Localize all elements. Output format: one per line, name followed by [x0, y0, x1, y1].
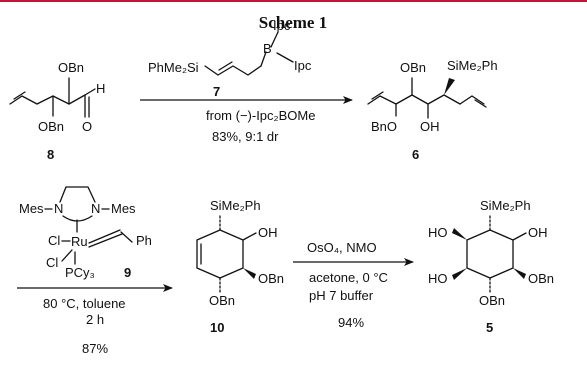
c10-number: 10 [210, 320, 224, 335]
c9-cl-2: Cl [46, 255, 58, 270]
c8-obn-bottom: OBn [38, 119, 64, 134]
c8-h-label: H [96, 81, 105, 96]
c10-obn-bottom: OBn [209, 293, 235, 308]
c7-ipc-right: Ipc [294, 58, 312, 73]
compound-5: SiMe₂Ph HO OH HO OBn OBn 5 [428, 198, 554, 335]
c5-ho-top: HO [428, 225, 448, 240]
c6-obn-top: OBn [400, 60, 426, 75]
c5-obn-bottom: OBn [479, 293, 505, 308]
c10-oh: OH [258, 225, 278, 240]
reagent-7: PhMe₂Si B Ipc Ipc 7 [148, 18, 312, 99]
c9-n-right: N [91, 201, 100, 216]
c5-number: 5 [486, 320, 493, 335]
c7-silyl: PhMe₂Si [148, 60, 199, 75]
step2-cond-2: 2 h [86, 312, 104, 327]
c10-obn-right: OBn [258, 271, 284, 286]
compound-10: SiMe₂Ph OH OBn OBn 10 [196, 198, 284, 335]
c9-number: 9 [124, 265, 131, 280]
step3-cond-2: pH 7 buffer [309, 288, 374, 303]
c8-o-label: O [82, 119, 92, 134]
compound-8: OBn H O OBn 8 [9, 60, 105, 162]
c9-mes-left: Mes [19, 201, 44, 216]
c6-silyl: SiMe₂Ph [447, 58, 498, 73]
c9-cl-1: Cl [48, 233, 60, 248]
c8-number: 8 [47, 147, 54, 162]
c9-ph: Ph [136, 233, 152, 248]
c6-number: 6 [412, 147, 419, 162]
c6-bno: BnO [371, 119, 397, 134]
step1-cond-2: 83%, 9:1 dr [212, 129, 279, 144]
c9-n-left: N [54, 201, 63, 216]
step3-cond-1: acetone, 0 °C [309, 270, 388, 285]
scheme-title: Scheme 1 [259, 13, 327, 32]
c7-ipc-top: Ipc [273, 18, 291, 33]
c5-obn-right: OBn [528, 271, 554, 286]
c10-silyl: SiMe₂Ph [210, 198, 261, 213]
catalyst-9: Mes N N Mes Cl Ru Cl Ph PCy₃ 9 [19, 186, 152, 280]
c7-boron: B [263, 41, 272, 56]
step3-cond-3: 94% [338, 315, 364, 330]
step1-cond-1: from (−)-Ipc₂BOMe [206, 108, 315, 123]
c5-silyl: SiMe₂Ph [480, 198, 531, 213]
c8-obn-top: OBn [58, 60, 84, 75]
step2-cond-3: 87% [82, 341, 108, 356]
c9-ru: Ru [71, 234, 88, 249]
c9-mes-right: Mes [111, 201, 136, 216]
c9-pcy3: PCy₃ [65, 265, 95, 280]
c5-ho-bottom: HO [428, 271, 448, 286]
c5-oh: OH [528, 225, 548, 240]
step2-cond-1: 80 °C, toluene [43, 296, 126, 311]
c7-number: 7 [213, 84, 220, 99]
compound-6: OBn SiMe₂Ph BnO OH 6 [367, 58, 498, 162]
step3-cond-above: OsO₄, NMO [307, 240, 377, 255]
c6-oh: OH [420, 119, 440, 134]
